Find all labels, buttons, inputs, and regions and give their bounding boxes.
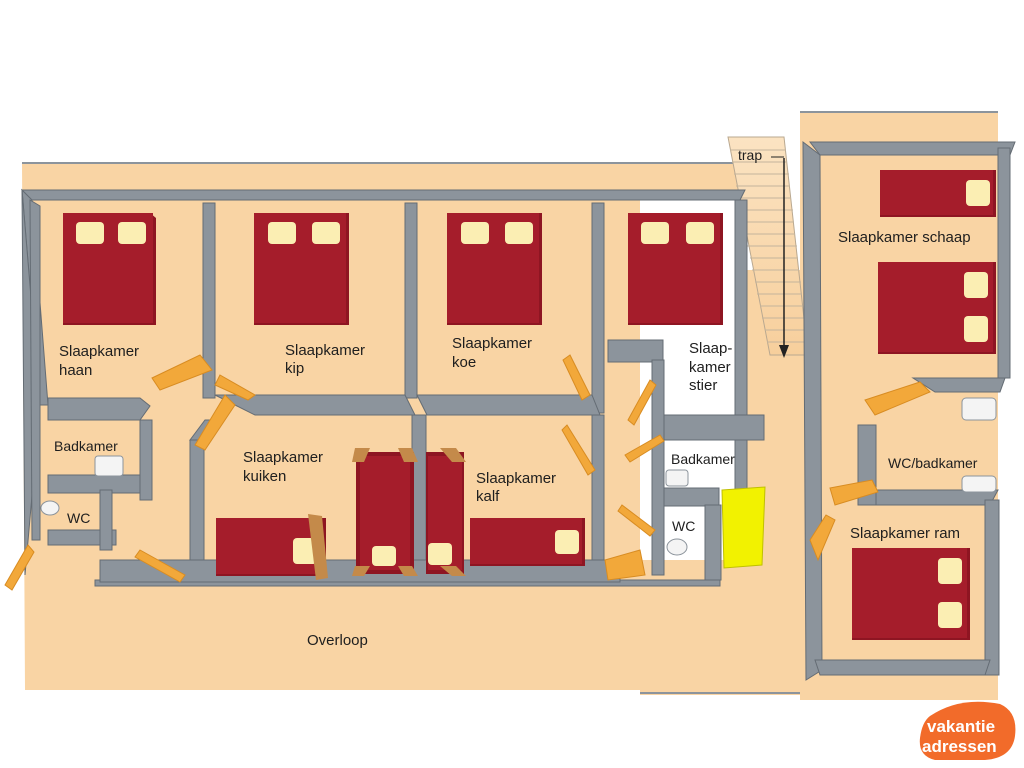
label-ram: Slaapkamer ram <box>850 525 960 542</box>
sink-icon <box>961 397 997 421</box>
label-kalf-2: kalf <box>476 488 500 505</box>
bed-ram <box>852 548 970 640</box>
label-wc-badkamer: WC/badkamer <box>888 455 978 471</box>
toilet-icon <box>666 538 688 556</box>
label-kuiken-2: kuiken <box>243 468 286 485</box>
label-schaap: Slaapkamer schaap <box>838 229 971 246</box>
label-haan-2: haan <box>59 362 92 379</box>
label-kip-2: kip <box>285 360 304 377</box>
highlight-area <box>721 486 766 569</box>
label-wc-right: WC <box>672 518 695 534</box>
vakantieadressen-logo[interactable]: vakantie adressen <box>919 701 1016 760</box>
logo-line2: adressen <box>922 737 997 756</box>
doors <box>4 354 931 591</box>
bath-icon <box>961 475 997 493</box>
label-badkamer-left: Badkamer <box>54 438 118 454</box>
bed-koe <box>447 213 542 325</box>
label-stier-3: stier <box>689 377 717 394</box>
label-koe-2: koe <box>452 354 476 371</box>
room-labels: Slaapkamer haan Slaapkamer kip Slaapkame… <box>54 147 978 649</box>
label-kuiken-1: Slaapkamer <box>243 449 323 466</box>
bed-schaap-1 <box>880 170 996 217</box>
bed-kip <box>254 213 349 325</box>
walls <box>20 188 765 587</box>
label-koe-1: Slaapkamer <box>452 335 532 352</box>
bed-kalf-1 <box>426 448 466 576</box>
label-kip-1: Slaapkamer <box>285 342 365 359</box>
bed-haan <box>63 213 156 325</box>
sink-icon <box>94 455 124 477</box>
label-kalf-1: Slaapkamer <box>476 470 556 487</box>
fixtures <box>40 397 997 556</box>
bed-schaap-2 <box>878 262 996 354</box>
label-badkamer-right: Badkamer <box>671 451 735 467</box>
floor-edges <box>22 111 998 694</box>
label-stier-2: kamer <box>689 359 731 376</box>
beds <box>63 170 996 640</box>
label-haan-1: Slaapkamer <box>59 343 139 360</box>
label-overloop: Overloop <box>307 632 368 649</box>
logo-line1: vakantie <box>927 717 995 736</box>
staircase <box>727 136 809 358</box>
label-stier-1: Slaap- <box>689 340 732 357</box>
bed-stier <box>628 213 723 325</box>
label-wc-left: WC <box>67 510 90 526</box>
toilet-icon <box>40 500 60 516</box>
label-trap: trap <box>738 147 762 163</box>
bed-kalf-2 <box>470 518 585 566</box>
bed-kuiken-1 <box>216 514 328 580</box>
bed-kuiken-2 <box>352 448 418 576</box>
sink-icon <box>665 469 689 487</box>
